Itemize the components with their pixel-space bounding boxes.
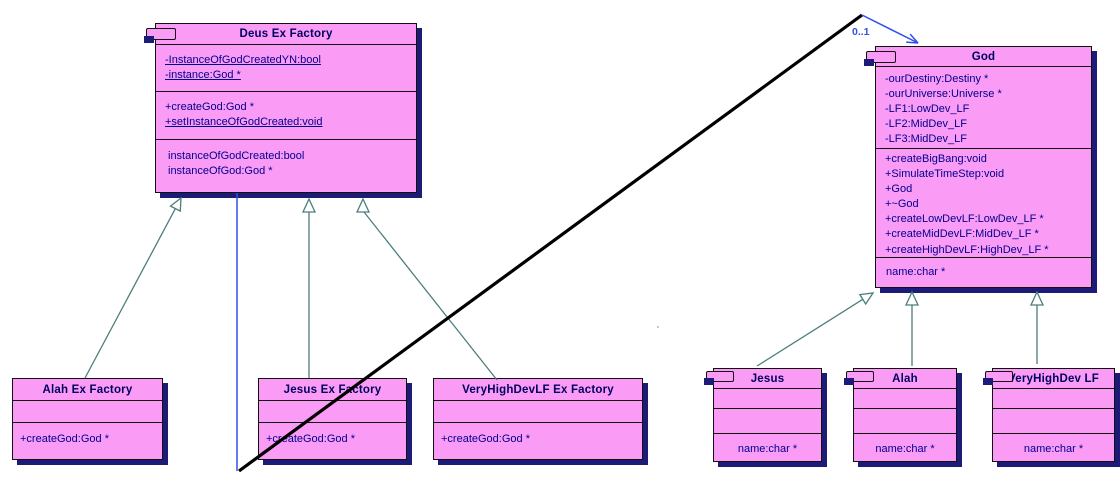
properties-compartment: name:char * (876, 257, 1091, 287)
class-title: God (971, 50, 996, 63)
class-property: instanceOfGodCreated:bool (168, 150, 305, 162)
attributes-compartment (13, 400, 162, 422)
class-method: +createMidDevLF:MidDev_LF * (885, 228, 1039, 241)
class-stereotype-notch (983, 378, 993, 385)
class-box-jesus[interactable]: Jesus name:char * (704, 368, 822, 462)
class-stereotype-icon (864, 51, 896, 66)
class-title: Jesus Ex Factory (283, 383, 382, 396)
inheritance-line-vhdfactory-deus (355, 197, 498, 381)
methods-compartment (854, 408, 956, 433)
methods-compartment: +createGod:God * +setInstanceOfGodCreate… (156, 91, 416, 139)
class-attribute: -instance:God * (165, 69, 241, 82)
class-method: +createGod:God * (165, 101, 254, 113)
class-method: +createGod:God * (266, 433, 355, 445)
class-method: +createGod:God * (441, 433, 530, 445)
class-title: Alah Ex Factory (42, 383, 133, 396)
class-attribute: -ourUniverse:Universe * (885, 88, 1002, 101)
properties-compartment: name:char * (714, 433, 821, 461)
class-property: name:char * (1023, 443, 1084, 455)
class-method: +createBigBang:void (885, 153, 987, 165)
methods-compartment: +createBigBang:void +SimulateTimeStep:vo… (876, 148, 1091, 257)
class-attribute: -ourDestiny:Destiny * (885, 73, 989, 85)
class-box-deus-ex-factory[interactable]: Deus Ex Factory -InstanceOfGodCreatedYN:… (144, 23, 417, 193)
class-title: VeryHighDevLF Ex Factory (462, 383, 614, 396)
class-property: name:char * (886, 266, 946, 278)
attributes-compartment: -InstanceOfGodCreatedYN:bool -instance:G… (156, 44, 416, 91)
attributes-compartment (259, 400, 406, 422)
class-box-alah[interactable]: Alah name:char * (844, 368, 957, 462)
class-box-alah-ex-factory[interactable]: Alah Ex Factory +createGod:God * (12, 378, 163, 460)
inheritance-line-vhd-god (1029, 290, 1045, 364)
attributes-compartment: -ourDestiny:Destiny * -ourUniverse:Unive… (876, 66, 1091, 148)
class-stereotype-icon (983, 371, 1013, 385)
class-title: VeryHighDev LF (1008, 372, 1099, 385)
class-stereotype-notch (704, 378, 714, 385)
methods-compartment (714, 408, 821, 433)
methods-compartment: +createGod:God * (13, 422, 162, 459)
class-method: +createHighDevLF:HighDev_LF * (885, 243, 1049, 256)
class-attribute: -LF1:LowDev_LF (885, 103, 970, 116)
class-attribute: -LF2:MidDev_LF (885, 118, 967, 131)
class-method: +setInstanceOfGodCreated:void (165, 116, 323, 129)
class-method: +createLowDevLF:LowDev_LF * (885, 213, 1044, 226)
inheritance-line-jesus-god (756, 292, 875, 367)
class-title: Alah (892, 372, 918, 385)
multiplicity-label: 0..1 (852, 26, 870, 38)
class-method: +~God (885, 198, 919, 211)
association-arrow-to-god (861, 14, 919, 44)
methods-compartment (993, 408, 1114, 433)
class-attribute: -LF3:MidDev_LF (885, 133, 967, 146)
class-property: name:char * (737, 443, 798, 455)
properties-compartment: name:char * (854, 433, 956, 461)
inheritance-line-jesusfactory-deus (301, 197, 317, 378)
class-property: name:char * (875, 443, 935, 455)
class-method: +createGod:God * (20, 433, 109, 445)
attributes-compartment (714, 388, 821, 408)
class-box-veryhighdev-lf[interactable]: VeryHighDev LF name:char * (983, 368, 1115, 462)
class-stereotype-icon (144, 28, 176, 43)
properties-compartment: name:char * (993, 433, 1114, 461)
class-property: instanceOfGod:God * (168, 165, 273, 178)
class-stereotype-notch (864, 59, 874, 66)
class-stereotype-notch (144, 36, 154, 43)
methods-compartment: +createGod:God * (259, 422, 406, 459)
inheritance-line-alah-god (904, 290, 920, 366)
class-method: +SimulateTimeStep:void (885, 168, 1005, 181)
class-method: +God (885, 183, 913, 196)
class-stereotype-notch (844, 378, 854, 385)
attributes-compartment (993, 388, 1114, 408)
class-stereotype-icon (704, 371, 734, 385)
class-box-jesus-ex-factory[interactable]: Jesus Ex Factory +createGod:God * (258, 378, 407, 460)
class-box-veryhighdevlf-ex-factory[interactable]: VeryHighDevLF Ex Factory +createGod:God … (433, 378, 643, 460)
class-box-god[interactable]: God -ourDestiny:Destiny * -ourUniverse:U… (864, 46, 1092, 288)
methods-compartment: +createGod:God * (434, 422, 642, 459)
stray-dot (657, 326, 659, 328)
class-stereotype-icon (844, 371, 874, 385)
class-title: Deus Ex Factory (239, 28, 333, 40)
properties-compartment: instanceOfGodCreated:bool instanceOfGod:… (156, 139, 416, 192)
attributes-compartment (854, 388, 956, 408)
class-attribute: -InstanceOfGodCreatedYN:bool (165, 54, 321, 66)
inheritance-line-alahfactory-deus (84, 196, 182, 379)
attributes-compartment (434, 400, 642, 422)
